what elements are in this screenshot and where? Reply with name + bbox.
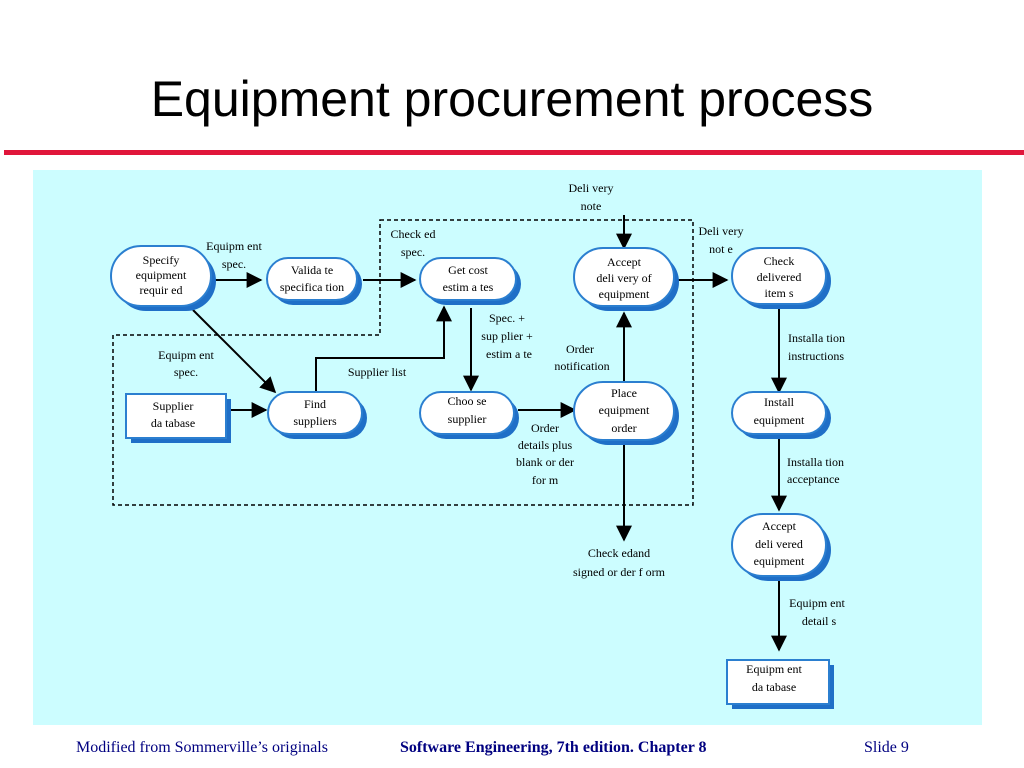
node-text: equipment (754, 413, 805, 427)
svg-text:instructions: instructions (788, 349, 844, 363)
flow-label-checked-signed-order: Check edand signed or der f orm (573, 546, 666, 579)
node-text: order (611, 421, 636, 435)
node-choose-supplier: Choo se supplier (419, 391, 519, 439)
node-text: item s (765, 286, 794, 300)
svg-text:Equipm ent: Equipm ent (789, 596, 845, 610)
svg-text:spec.: spec. (222, 257, 246, 271)
node-text: Equipm ent (746, 662, 802, 676)
flow-label-equipment-details: Equipm ent detail s (789, 596, 845, 628)
svg-text:acceptance: acceptance (787, 472, 840, 486)
node-text: requir ed (140, 283, 183, 297)
node-validate-specification: Valida te specifica tion (266, 257, 362, 305)
svg-text:detail s: detail s (802, 614, 837, 628)
dashed-boundary (112, 219, 694, 506)
node-text: equipment (599, 403, 650, 417)
node-text: deli very of (596, 271, 651, 285)
procurement-diagram: Specify equipment requir ed Valida te sp… (110, 181, 845, 709)
node-text: estim a tes (443, 280, 494, 294)
node-text: da tabase (151, 416, 195, 430)
flow-label-equipment-spec-top: Equipm ent spec. (206, 239, 262, 271)
flow-label-installation-instructions: Installa tion instructions (788, 331, 845, 363)
node-text: Accept (762, 519, 797, 533)
footer-book-title: Software Engineering, 7th edition. Chapt… (400, 739, 707, 756)
svg-text:Installa tion: Installa tion (787, 455, 844, 469)
svg-text:Equipm ent: Equipm ent (158, 348, 214, 362)
svg-text:sup plier +: sup plier + (481, 329, 533, 343)
connectors (192, 215, 787, 652)
node-find-suppliers: Find suppliers (267, 391, 367, 439)
node-text: Install (764, 395, 795, 409)
node-text: equipment (599, 287, 650, 301)
flow-label-supplier-list: Supplier list (348, 365, 407, 379)
node-text: Supplier (153, 399, 194, 413)
flow-label-order-notification: Order notification (554, 342, 609, 373)
slide-title: Equipment procurement process (150, 71, 874, 127)
flow-label-delivery-note-top: Deli very note (569, 181, 614, 213)
svg-text:Installa tion: Installa tion (788, 331, 845, 345)
flow-label-order-details: Order details plus blank or der for m (516, 421, 574, 487)
node-text: suppliers (293, 414, 337, 428)
node-accept-delivery: Accept deli very of equipment (573, 247, 679, 311)
node-text: Valida te (291, 263, 333, 277)
svg-text:Check edand: Check edand (588, 546, 650, 560)
svg-text:Order: Order (531, 421, 559, 435)
flow-label-spec-supplier-estimate: Spec. + sup plier + estim a te (481, 311, 533, 361)
node-text: da tabase (752, 680, 796, 694)
flow-label-delivery-note-right: Deli very not e (699, 224, 744, 256)
node-install-equipment: Install equipment (731, 391, 831, 439)
svg-text:Deli very: Deli very (699, 224, 744, 238)
node-text: Place (611, 386, 637, 400)
svg-text:Check ed: Check ed (391, 227, 436, 241)
node-text: Check (764, 254, 795, 268)
node-text: Choo se (448, 394, 487, 408)
node-text: equipment (754, 554, 805, 568)
flow-label-installation-acceptance: Installa tion acceptance (787, 455, 844, 486)
svg-text:estim a te: estim a te (486, 347, 532, 361)
footer-slide-number: Slide 9 (864, 739, 909, 756)
node-text: Get cost (448, 263, 488, 277)
node-text: specifica tion (280, 280, 344, 294)
svg-text:spec.: spec. (401, 245, 425, 259)
node-text: Find (304, 397, 326, 411)
svg-text:notification: notification (554, 359, 609, 373)
footer-credit: Modified from Sommerville’s originals (76, 739, 328, 756)
node-check-delivered-items: Check delivered item s (731, 247, 831, 309)
node-text: delivered (757, 270, 802, 284)
node-text: supplier (448, 412, 487, 426)
node-place-equipment-order: Place equipment order (573, 381, 679, 445)
node-text: Accept (607, 255, 642, 269)
svg-text:Order: Order (566, 342, 594, 356)
svg-text:details plus: details plus (518, 438, 573, 452)
flow-label-equipment-spec-left: Equipm ent spec. (158, 348, 214, 379)
node-specify-equipment: Specify equipment requir ed (110, 245, 216, 311)
svg-text:Supplier list: Supplier list (348, 365, 407, 379)
node-text: equipment (136, 268, 187, 282)
svg-text:note: note (581, 199, 602, 213)
svg-text:not e: not e (709, 242, 733, 256)
svg-text:Deli very: Deli very (569, 181, 614, 195)
svg-text:blank or der: blank or der (516, 455, 574, 469)
node-get-cost-estimates: Get cost estim a tes (419, 257, 521, 305)
supplier-database-store: Supplier da tabase (125, 393, 231, 443)
equipment-database-store: Equipm ent da tabase (726, 659, 834, 709)
node-text: Specify (143, 253, 180, 267)
svg-text:Spec. +: Spec. + (489, 311, 525, 325)
title-divider (4, 150, 1024, 155)
svg-text:Equipm ent: Equipm ent (206, 239, 262, 253)
svg-text:for m: for m (532, 473, 559, 487)
flow-label-checked-spec: Check ed spec. (391, 227, 436, 259)
node-accept-delivered-equipment: Accept deli vered equipment (731, 513, 831, 581)
node-text: deli vered (755, 537, 803, 551)
svg-text:signed or der f orm: signed or der f orm (573, 565, 666, 579)
svg-text:spec.: spec. (174, 365, 198, 379)
